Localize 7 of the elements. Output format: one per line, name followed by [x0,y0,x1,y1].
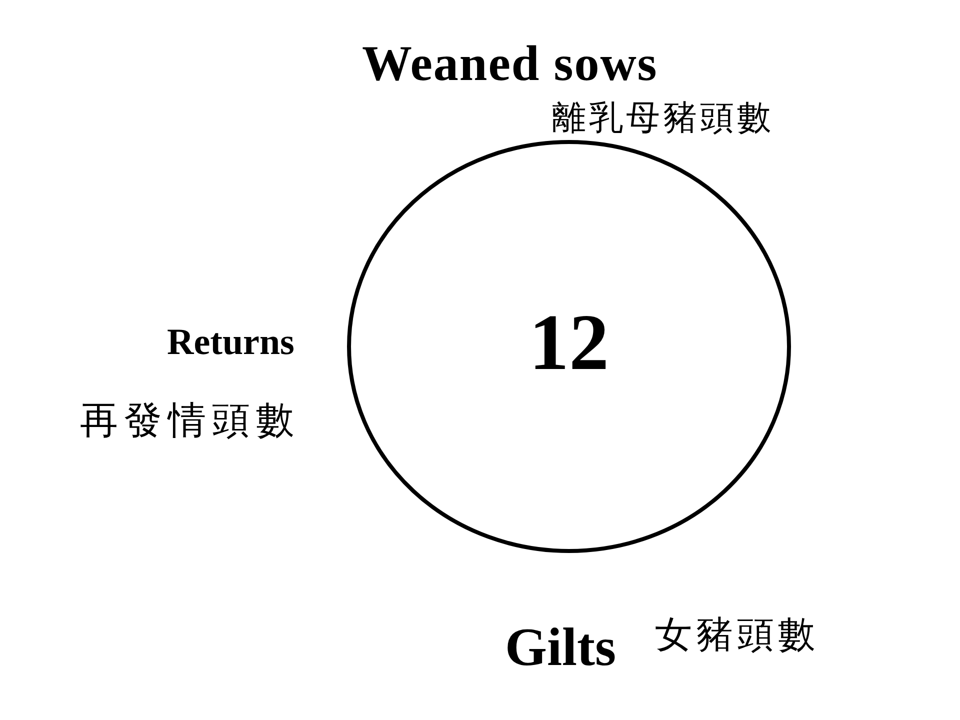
category-heading: Returns [167,324,294,361]
category-caption: 離乳母豬頭數 [552,102,774,136]
category-caption: 再發情頭數 [80,402,300,440]
category-heading: Gilts [505,620,616,674]
category-caption: 女豬頭數 [655,617,819,654]
category-heading: Weaned sows [362,38,658,88]
count-number: 12 [528,303,610,383]
